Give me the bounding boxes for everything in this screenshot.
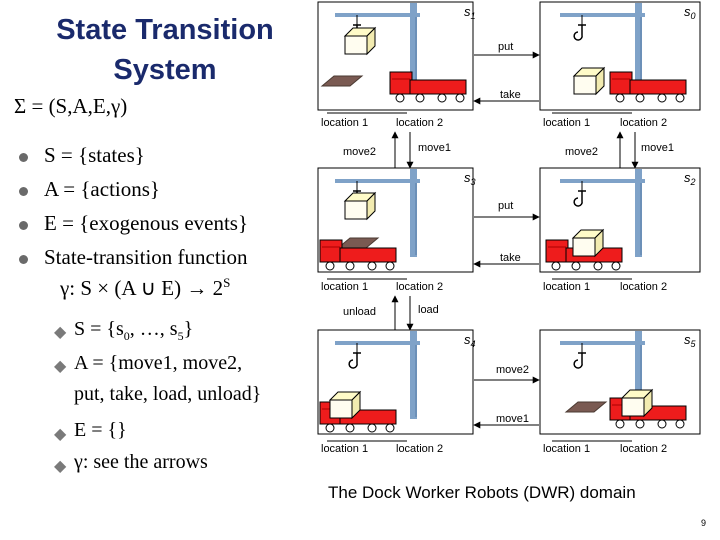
gamma-text: γ: S × (A ∪ E) → 2 xyxy=(60,276,224,300)
location-label: location 1 xyxy=(321,117,368,129)
location-label: location 1 xyxy=(543,117,590,129)
container-icon xyxy=(329,391,361,419)
bullet-dot xyxy=(19,153,28,162)
state-label-s0: s0 xyxy=(684,4,696,21)
state-label-s4: s4 xyxy=(464,332,476,349)
location-label: location 2 xyxy=(620,443,667,455)
location-label: location 2 xyxy=(620,117,667,129)
bullet-dot xyxy=(19,221,28,230)
action-label-load: load xyxy=(418,304,439,316)
action-label-put: put xyxy=(498,200,513,212)
location-label: location 1 xyxy=(543,281,590,293)
action-label-take: take xyxy=(500,252,521,264)
action-label-move2: move2 xyxy=(343,146,376,158)
location-label: location 1 xyxy=(321,443,368,455)
page-number: 9 xyxy=(701,518,707,528)
states-list-sub5: 5 xyxy=(177,329,184,343)
states-list-end: } xyxy=(183,318,194,340)
location-label: location 2 xyxy=(620,281,667,293)
bullet-dot xyxy=(19,255,28,264)
slide-title: State Transition System xyxy=(56,14,274,86)
location-label: location 1 xyxy=(543,443,590,455)
action-label-take: take xyxy=(500,89,521,101)
actions-list-line1: A = {move1, move2, xyxy=(74,352,243,374)
sub-bullet-marker: ◆ xyxy=(54,324,67,341)
gamma-signature: γ: S × (A ∪ E) → 2S xyxy=(60,275,230,301)
action-label-unload: unload xyxy=(343,306,376,318)
bullet-dot xyxy=(19,187,28,196)
state-label-s3: s3 xyxy=(464,170,476,187)
sub-bullet-marker: ◆ xyxy=(54,458,67,475)
states-list-head: S = {s xyxy=(74,318,124,340)
location-label: location 2 xyxy=(396,117,443,129)
bullet-actions: A = {actions} xyxy=(44,177,160,201)
gamma-note: γ: see the arrows xyxy=(74,451,208,473)
action-label-move1: move1 xyxy=(496,413,529,425)
actions-list-line2: put, take, load, unload} xyxy=(74,383,262,405)
bullet-transition-function: State-transition function xyxy=(44,245,248,269)
bullet-events: E = {exogenous events} xyxy=(44,211,249,235)
state-label-s2: s2 xyxy=(684,170,696,187)
container-icon xyxy=(573,67,605,95)
container-icon xyxy=(572,229,604,257)
container-icon xyxy=(344,192,376,220)
action-label-put: put xyxy=(498,41,513,53)
location-label: location 2 xyxy=(396,281,443,293)
state-label-s1: s1 xyxy=(464,4,476,21)
action-label-move2: move2 xyxy=(565,146,598,158)
diagram-caption: The Dock Worker Robots (DWR) domain xyxy=(328,483,636,502)
sigma-definition: Σ = (S,A,E,γ) xyxy=(14,94,128,118)
location-label: location 2 xyxy=(396,443,443,455)
sub-bullet-marker: ◆ xyxy=(54,358,67,375)
action-label-move1: move1 xyxy=(418,142,451,154)
sub-bullet-marker: ◆ xyxy=(54,426,67,443)
state-label-s5: s5 xyxy=(684,332,697,349)
container-icon xyxy=(621,389,653,417)
states-list-sub0: 0 xyxy=(123,329,130,343)
gamma-superscript: S xyxy=(223,275,231,290)
states-list: S = {s0, …, s5} xyxy=(74,318,193,344)
events-list: E = {} xyxy=(74,419,127,441)
bullet-states: S = {states} xyxy=(44,143,145,167)
container-icon xyxy=(344,27,376,55)
action-label-move1: move1 xyxy=(641,142,674,154)
action-label-move2: move2 xyxy=(496,364,529,376)
states-list-mid: , …, s xyxy=(129,318,178,340)
location-label: location 1 xyxy=(321,281,368,293)
